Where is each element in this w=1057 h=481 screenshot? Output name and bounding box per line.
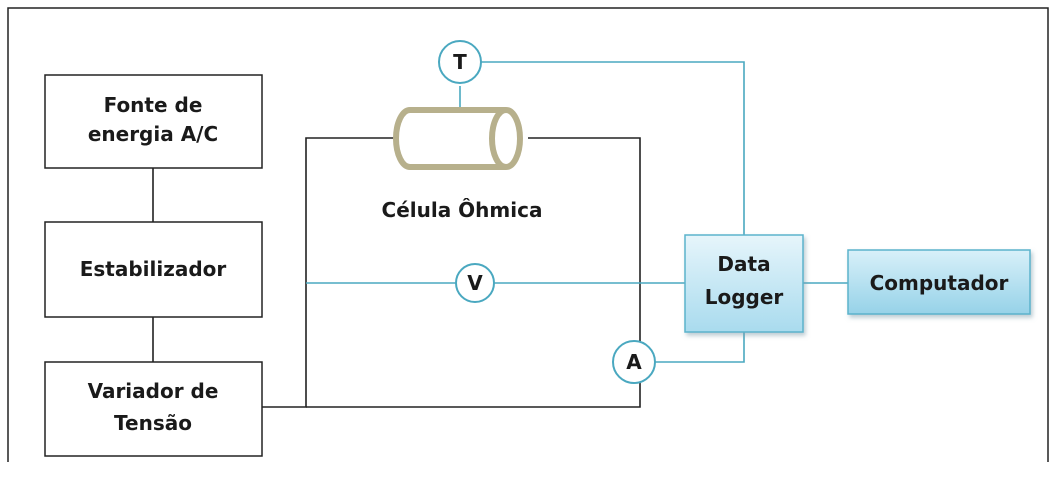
fonte-block: Fonte de energia A/C [44, 74, 263, 169]
estabilizador-block: Estabilizador [44, 221, 263, 318]
computer-label: Computador [870, 271, 1009, 295]
computer-block: Computador [847, 249, 1031, 315]
data-logger-label-line2: Logger [705, 285, 784, 309]
wire-power-loop [262, 137, 395, 408]
variador-block: Variador de Tensão [44, 361, 263, 457]
ammeter-label: A [626, 350, 642, 374]
fonte-label-line1: Fonte de [104, 93, 203, 117]
variador-label-line2: Tensão [114, 411, 192, 435]
ammeter: A [612, 340, 656, 384]
temperature-sensor: T [438, 40, 482, 84]
ohmic-cell-label: Célula Ôhmica [382, 198, 543, 222]
ohmic-cell-icon [393, 107, 523, 170]
wire-temp-logger [480, 61, 745, 235]
data-logger-label-line1: Data [717, 252, 770, 276]
voltmeter: V [455, 263, 495, 303]
estabilizador-label: Estabilizador [80, 257, 227, 281]
wire-power-return [306, 137, 641, 408]
variador-label-line1: Variador de [88, 379, 219, 403]
outer-frame [7, 7, 1049, 462]
wire-amp-logger [655, 332, 745, 363]
temperature-sensor-label: T [453, 50, 467, 74]
voltmeter-label: V [467, 271, 483, 295]
fonte-label-line2: energia A/C [88, 122, 218, 146]
data-logger-block: Data Logger [684, 234, 804, 333]
